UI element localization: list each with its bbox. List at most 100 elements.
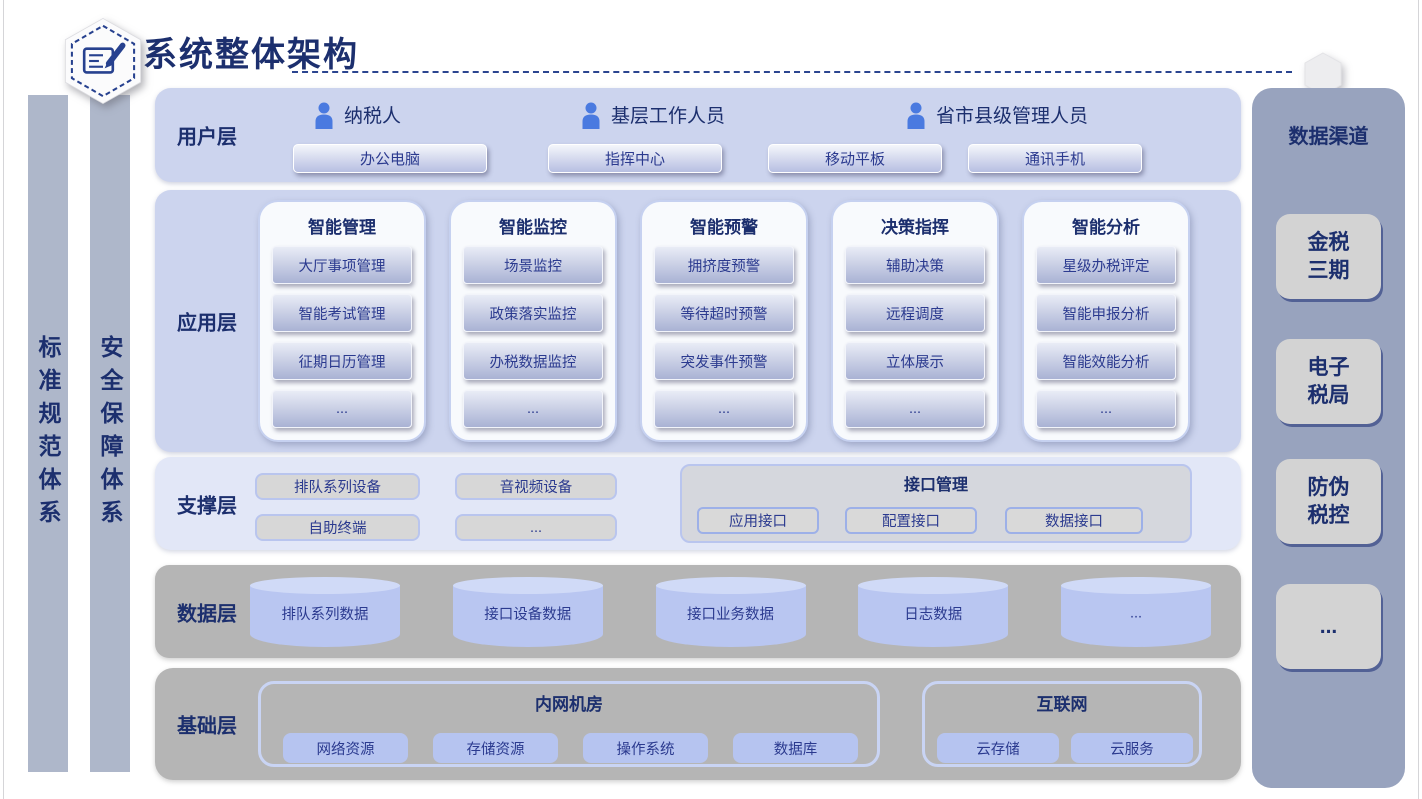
application-columns: 智能管理 大厅事项管理 智能考试管理 征期日历管理 ... 智能监控 场景监控 … [258,200,1190,442]
support-device-more: ... [455,514,617,541]
app-item: 政策落实监控 [463,294,603,332]
person-icon [907,102,925,129]
cylinder-top [655,577,806,594]
app-item: 等待超时预警 [654,294,794,332]
app-item: 智能申报分析 [1036,294,1176,332]
cylinder-label: 日志数据 [904,607,963,624]
base-item-os: 操作系统 [583,733,708,763]
user-layer: 用户层 纳税人 基层工作人员 省市县级管理人员 办公电脑 指挥中心 移动平板 通… [155,88,1241,182]
app-column-title: 智能分析 [1072,218,1140,237]
database-cylinder: 排队系列数据 [250,577,400,647]
base-layer: 基础层 内网机房 网络资源 存储资源 操作系统 数据库 互联网 云存储 云服务 [155,668,1241,780]
cylinder-top [250,577,400,594]
app-column-title: 智能预警 [690,218,758,237]
interface-data: 数据接口 [1005,507,1143,534]
person-icon [315,102,333,129]
app-item: ... [845,390,985,428]
support-layer: 支撑层 排队系列设备 音视频设备 自助终端 ... 接口管理 应用接口 配置接口… [155,457,1241,550]
application-layer-label: 应用层 [177,312,237,335]
application-layer: 应用层 智能管理 大厅事项管理 智能考试管理 征期日历管理 ... 智能监控 场… [155,190,1241,452]
base-group-title: 内网机房 [535,695,603,714]
app-item: 大厅事项管理 [272,246,412,284]
security-system-label: 安全保障体系 [97,334,123,533]
support-device-self-terminal: 自助终端 [255,514,420,541]
left-edge-line [3,0,4,799]
app-item: 拥挤度预警 [654,246,794,284]
app-item: 办税数据监控 [463,342,603,380]
app-item: 突发事件预警 [654,342,794,380]
app-column-smart-analysis: 智能分析 星级办税评定 智能申报分析 智能效能分析 ... [1022,200,1190,442]
cylinder-label: 接口设备数据 [484,607,572,624]
cylinder-label: 接口业务数据 [687,607,774,624]
device-office-pc: 办公电脑 [293,144,487,173]
page-title: 系统整体架构 [143,36,359,74]
interface-management-group: 接口管理 应用接口 配置接口 数据接口 [680,464,1192,543]
channel-golden-tax-3: 金税 三期 [1276,214,1381,299]
base-item-network: 网络资源 [283,733,408,763]
database-cylinder: 接口设备数据 [452,577,603,647]
data-channels-panel: 数据渠道 金税 三期 电子 税局 防伪 税控 ... [1252,88,1405,788]
app-column-smart-management: 智能管理 大厅事项管理 智能考试管理 征期日历管理 ... [258,200,426,442]
app-column-smart-monitoring: 智能监控 场景监控 政策落实监控 办税数据监控 ... [449,200,617,442]
user-role-staff: 基层工作人员 [580,101,725,129]
app-column-title: 智能管理 [308,218,376,237]
cylinder-top [858,577,1009,594]
app-item: 智能考试管理 [272,294,412,332]
device-mobile-tablet: 移动平板 [768,144,942,173]
app-item: ... [654,390,794,428]
interface-group-title: 接口管理 [903,477,968,494]
app-item: ... [272,390,412,428]
base-item-database: 数据库 [733,733,858,763]
intranet-room-group: 内网机房 网络资源 存储资源 操作系统 数据库 [258,681,880,767]
base-group-title: 互联网 [1036,695,1088,714]
cylinder-label: 排队系列数据 [281,607,369,624]
cylinder-top [452,577,603,594]
person-icon [582,102,600,129]
app-item: 立体展示 [845,342,985,380]
channel-e-tax-bureau: 电子 税局 [1276,339,1381,424]
database-cylinder: 日志数据 [858,577,1009,647]
base-item-cloud-storage: 云存储 [937,733,1059,763]
app-item: 辅助决策 [845,246,985,284]
user-role-manager: 省市县级管理人员 [905,101,1088,129]
app-item: 远程调度 [845,294,985,332]
standards-system-label: 标准规范体系 [35,334,61,533]
support-device-av: 音视频设备 [455,473,617,500]
cylinder-label: ... [1129,605,1143,622]
document-pen-icon [62,16,144,106]
channel-more: ... [1276,584,1381,669]
app-item: ... [463,390,603,428]
device-mobile-phone: 通讯手机 [968,144,1142,173]
cylinder-top [1061,577,1211,594]
database-cylinder: 接口业务数据 [655,577,806,647]
internet-group: 互联网 云存储 云服务 [922,681,1202,767]
standards-system-bar: 标准规范体系 [28,95,68,772]
app-item: 场景监控 [463,246,603,284]
user-role-label: 省市县级管理人员 [936,106,1089,127]
app-item: ... [1036,390,1176,428]
security-system-bar: 安全保障体系 [90,95,130,772]
app-item: 智能效能分析 [1036,342,1176,380]
base-item-cloud-service: 云服务 [1071,733,1193,763]
interface-app: 应用接口 [697,507,819,534]
base-item-storage: 存储资源 [433,733,558,763]
app-column-smart-warning: 智能预警 拥挤度预警 等待超时预警 突发事件预警 ... [640,200,808,442]
user-role-label: 纳税人 [344,106,402,127]
user-layer-label: 用户层 [177,126,237,149]
app-item: 星级办税评定 [1036,246,1176,284]
support-layer-label: 支撑层 [177,495,237,517]
device-command-center: 指挥中心 [548,144,722,173]
app-column-title: 决策指挥 [881,218,949,237]
user-role-taxpayer: 纳税人 [313,101,401,129]
support-device-queue: 排队系列设备 [255,473,420,500]
data-layer-label: 数据层 [177,603,237,625]
app-column-decision-command: 决策指挥 辅助决策 远程调度 立体展示 ... [831,200,999,442]
app-item: 征期日历管理 [272,342,412,380]
app-column-title: 智能监控 [499,218,567,237]
title-underline [292,71,1292,73]
interface-config: 配置接口 [845,507,977,534]
right-edge-line [1418,0,1419,799]
user-role-label: 基层工作人员 [611,106,726,127]
database-cylinder: ... [1061,577,1211,647]
